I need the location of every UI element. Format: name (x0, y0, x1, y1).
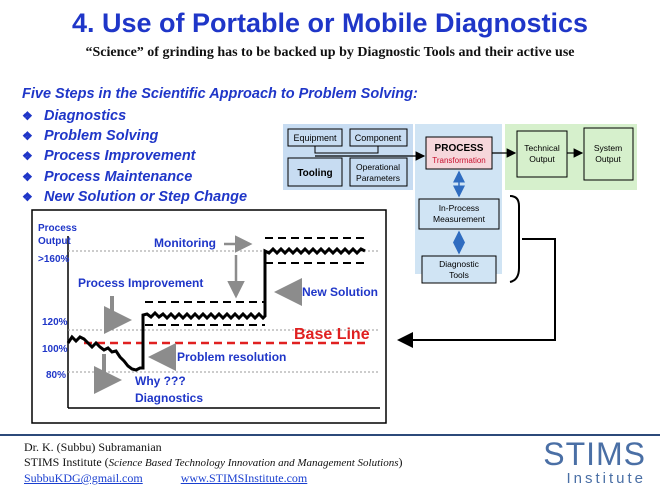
step-label: New Solution or Step Change (44, 188, 248, 205)
diamond-bullet-icon: ❖ (22, 129, 33, 144)
why-label: Why ??? (135, 374, 186, 388)
problem-resolution-label: Problem resolution (177, 350, 286, 364)
system-output-box (583, 127, 634, 181)
diamond-bullet-icon: ❖ (22, 189, 33, 204)
y-title-1: Process (38, 223, 77, 234)
equipment-label: Equipment (293, 133, 337, 143)
footer: Dr. K. (Subbu) Subramanian STIMS Institu… (24, 440, 403, 486)
y-tick-120: 120% (42, 317, 68, 328)
logo-wordmark: STIMS (543, 436, 646, 472)
slide-subtitle: “Science” of grinding has to be backed u… (85, 45, 575, 60)
contact-line: SubbuKDG@gmail.com www.STIMSInstitute.com (24, 471, 403, 486)
footer-divider (0, 434, 660, 436)
step-label: Problem Solving (44, 128, 159, 145)
author-name: Dr. K. (Subbu) Subramanian (24, 440, 162, 454)
y-tick-100: 100% (42, 344, 68, 355)
diagnostic-tools-box (421, 255, 497, 284)
process-improvement-label: Process Improvement (78, 276, 203, 290)
diamond-bullet-icon: ❖ (22, 149, 33, 164)
process-box (425, 136, 493, 170)
logo-subtitle: Institute (566, 470, 646, 487)
monitoring-label: Monitoring (154, 236, 216, 250)
process-output-line (66, 246, 366, 372)
measurement-bracket (509, 195, 520, 283)
stims-logo: STIMS Institute (543, 437, 646, 487)
website-link[interactable]: www.STIMSInstitute.com (180, 471, 308, 485)
diagnostic-label-2: Tools (449, 270, 469, 280)
step-label: Diagnostics (44, 108, 127, 124)
inprocess-label-2: Measurement (433, 214, 486, 224)
step-item: ❖ New Solution or Step Change (22, 187, 247, 207)
step-item: ❖ Process Improvement (22, 146, 247, 166)
input-connector (314, 146, 379, 154)
steps-list: ❖ Diagnostics ❖ Problem Solving ❖ Process I… (22, 106, 247, 207)
technical-label-1: Technical (524, 143, 560, 153)
institute-line: STIMS Institute (Science Based Technolog… (24, 455, 403, 471)
why-arrow (94, 354, 122, 394)
process-label-2: Transformation (432, 156, 486, 165)
step-label: Process Improvement (44, 148, 196, 165)
step-item: ❖ Diagnostics (22, 106, 247, 126)
step-item: ❖ Process Maintenance (22, 167, 247, 187)
step-item: ❖ Problem Solving (22, 126, 247, 146)
diamond-bullet-icon: ❖ (22, 109, 33, 123)
inprocess-label-1: In-Process (439, 203, 480, 213)
y-tick-160: >160% (38, 254, 70, 265)
feedback-connector (397, 238, 556, 348)
y-title-2: Output (38, 236, 71, 247)
system-label-1: System (594, 143, 622, 153)
email-link[interactable]: SubbuKDG@gmail.com (24, 471, 143, 485)
diagnostics-label: Diagnostics (135, 391, 203, 405)
institute-tagline: Science Based Technology Innovation and … (108, 457, 399, 469)
y-tick-80: 80% (46, 370, 66, 381)
steps-heading: Five Steps in the Scientific Approach to… (22, 86, 418, 102)
new-solution-label: New Solution (302, 285, 378, 299)
component-label: Component (355, 133, 402, 143)
diamond-bullet-icon: ❖ (22, 169, 33, 184)
institute-name: STIMS Institute ( (24, 455, 109, 469)
diagnostic-label-1: Diagnostic (439, 259, 479, 269)
slide-title: 4. Use of Portable or Mobile Diagnostics (71, 8, 589, 38)
system-label-2: Output (595, 154, 621, 164)
institute-close: ) (398, 455, 403, 469)
process-label-1: PROCESS (435, 143, 484, 154)
tooling-box (287, 157, 343, 187)
technical-label-2: Output (529, 154, 555, 164)
operational-label-1: Operational (356, 162, 400, 172)
operational-parameters-box (349, 157, 408, 187)
in-process-measurement-box (418, 198, 500, 230)
technical-output-box (516, 130, 568, 178)
tooling-label: Tooling (297, 168, 332, 179)
base-line-label: Base Line (294, 326, 370, 343)
process-improvement-arrow (104, 296, 132, 334)
operational-label-2: Parameters (356, 173, 400, 183)
step-label: Process Maintenance (44, 168, 193, 185)
